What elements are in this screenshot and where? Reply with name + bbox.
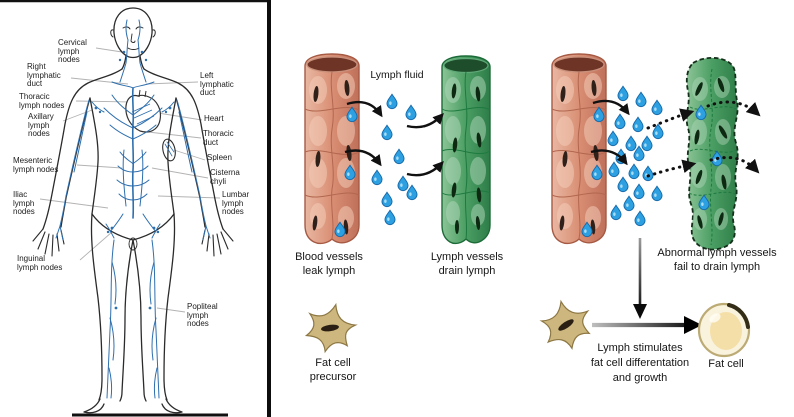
label-lymph-fluid: Lymph fluid (370, 69, 424, 81)
label-iliac-lymph-nodes: Iliac lymph nodes (13, 190, 35, 217)
label-popliteal-lymph-nodes: Popliteal lymph nodes (187, 302, 218, 329)
label-inguinal-lymph-nodes: Inguinal lymph nodes (17, 254, 63, 272)
down-arrow (633, 238, 647, 319)
panel-border-lines (0, 0, 268, 417)
label-left-lymphatic-duct: Left lymphatic duct (200, 71, 234, 98)
caption-lymph-vessels-drain-lymph: Lymph vessels drain lymph (430, 251, 504, 277)
blood-vessel-b-illustration (552, 54, 606, 243)
fat-precursor-a-illustration (301, 298, 360, 358)
label-thoracic-lymph-nodes: Thoracic lymph nodes (19, 92, 65, 110)
leader-lines (39, 47, 221, 313)
abnormal-lymph-vessel-illustration (685, 56, 739, 251)
leak-arrows-a (344, 100, 444, 177)
label-spleen: Spleen (207, 153, 232, 162)
caption-abnormal-lymph-vessels: Abnormal lymph vessels fail to drain lym… (657, 247, 777, 273)
lymph-vessel-a-illustration (441, 55, 491, 245)
label-thoracic-duct: Thoracic duct (203, 129, 234, 147)
label-axillary-lymph-nodes: Axillary lymph nodes (28, 112, 54, 139)
leak-arrows-b (590, 99, 630, 166)
label-heart: Heart (204, 114, 224, 123)
caption-blood-vessels-leak-lymph: Blood vessels leak lymph (295, 251, 363, 277)
blood-vessel-a-illustration (305, 54, 359, 243)
lymph-network-illustration (55, 19, 211, 399)
label-cervical-lymph-nodes: Cervical lymph nodes (58, 38, 87, 65)
panel-divider (267, 0, 271, 417)
fail-to-drain-dashed-arrows (646, 100, 761, 178)
label-right-lymphatic-duct: Right lymphatic duct (27, 62, 61, 89)
fat-cell-illustration (697, 302, 751, 358)
lymph-droplets-b (607, 85, 664, 227)
label-mesenteric-lymph-nodes: Mesenteric lymph nodes (13, 156, 59, 174)
stimulation-arrow (592, 316, 702, 334)
caption-fat-cell-precursor: Fat cell precursor (309, 357, 357, 383)
caption-lymph-stimulates: Lymph stimulates fat cell differentation… (590, 342, 690, 384)
label-fat-cell: Fat cell (708, 358, 744, 370)
label-lumbar-lymph-nodes: Lumbar lymph nodes (222, 190, 250, 217)
label-cisterna-chyli: Cisterna chyli (210, 168, 240, 186)
